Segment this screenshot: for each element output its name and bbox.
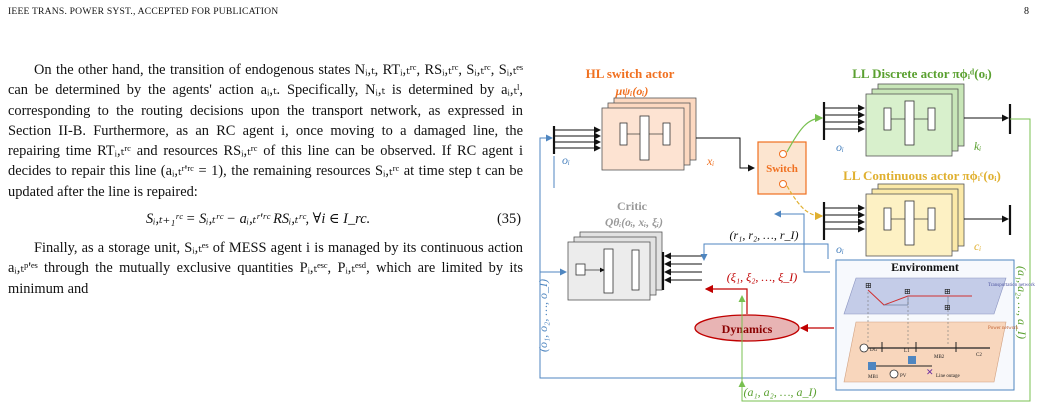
actions-bottom-label: (a₁, a₂, …, a_I) [743,385,816,399]
critic-input-bus [661,252,702,290]
architecture-figure: HL switch actor μψᵢ(oᵢ) oᵢ xᵢ Switch LL … [532,56,1041,406]
environment-box: Environment Transportation network Power… [835,259,1035,391]
svg-text:⊞: ⊞ [944,287,951,296]
critic-title: Critic [617,199,648,213]
paragraph-1: On the other hand, the transition of end… [8,62,523,200]
obs-left-label: (o₁, o₂, …, o_I) [536,279,550,352]
ll-continuous-input-bus [822,202,865,240]
observation-loop [539,134,836,379]
dynamics-label: Dynamics [722,322,773,336]
hl-input-bus [552,126,601,154]
switch-label: Switch [766,163,798,175]
critic-obs-feed [774,210,830,273]
journal-header: IEEE TRANS. POWER SYST., ACCEPTED FOR PU… [8,6,279,17]
ll-continuous-title: LL Continuous actor πϕᵢᶜ(oᵢ) [843,168,1001,183]
hl-actor-title: HL switch actor [586,66,675,81]
hl-output-label: xᵢ [706,154,714,168]
xi-label: (ξ₁, ξ₂, …, ξ_I) [727,270,797,284]
dynamics-node [694,314,800,342]
rewards-arrow [700,243,829,261]
architecture-diagram: HL switch actor μψᵢ(oᵢ) oᵢ xᵢ Switch LL … [536,66,1035,402]
ll-discrete-input-bus [822,102,865,140]
svg-text:⊞: ⊞ [944,303,951,312]
hl-obs-label: oᵢ [562,153,570,167]
page-number: 8 [1024,6,1029,17]
ll-continuous-stack [865,183,965,257]
environment-label: Environment [891,260,959,274]
switch-to-continuous [786,185,824,221]
critic-stack [567,231,663,301]
line-outage-label: Line outage [936,374,961,379]
paragraph-2: Finally, as a storage unit, Sᵢ,ₜᵉˢ of ME… [8,240,523,297]
ll-discrete-output-label: kᵢ [974,139,981,153]
equation-35: Sᵢ,ₜ₊₁ʳᶜ = Sᵢ,ₜʳᶜ − aᵢ,ₜʳ'ʳᶜ RSᵢ,ₜʳᶜ, ∀i… [146,211,371,228]
hl-actor-stack [601,97,697,171]
env-label-dg: DG [870,348,878,353]
transport-label: Transportation network [988,283,1035,288]
svg-text:⊞: ⊞ [865,281,872,290]
critic-subtitle: Qθᵢ(oᵢ, xᵢ, ξᵢ) [605,216,663,229]
env-label-l1: L1 [904,349,910,354]
hl-actor-subtitle: μψᵢ(oᵢ) [615,84,649,98]
env-label-mb1: MB1 [868,375,879,380]
ll-continuous-output-label: cᵢ [974,239,981,253]
switch-box: Switch [757,141,807,195]
xi-arrow [704,284,748,314]
env-label-pv: PV [900,374,907,379]
ll-continuous-obs-label: oᵢ [836,242,844,256]
switch-to-discrete [786,113,824,153]
svg-text:⊞: ⊞ [904,287,911,296]
equation-row: Sᵢ,ₜ₊₁ʳᶜ = Sᵢ,ₜʳᶜ − aᵢ,ₜʳ'ʳᶜ RSᵢ,ₜʳᶜ, ∀i… [8,206,523,232]
ll-discrete-title: LL Discrete actor πϕᵢᵈ(oᵢ) [852,66,991,81]
ll-discrete-obs-label: oᵢ [836,140,844,154]
body-text: On the other hand, the transition of end… [8,60,523,299]
ll-discrete-stack [865,83,965,157]
power-label: Power network [988,326,1019,331]
svg-text:✕: ✕ [926,367,934,377]
rewards-label: (r₁, r₂, …, r_I) [729,228,798,242]
equation-number: (35) [497,211,521,228]
env-label-mb2: MB2 [934,355,945,360]
actions-right-label: (a₁, a₂, …, a_I) [1015,266,1029,339]
env-label-c2: C2 [976,353,982,358]
actions-loop [738,118,1031,402]
hl-to-switch-arrow [696,137,755,172]
